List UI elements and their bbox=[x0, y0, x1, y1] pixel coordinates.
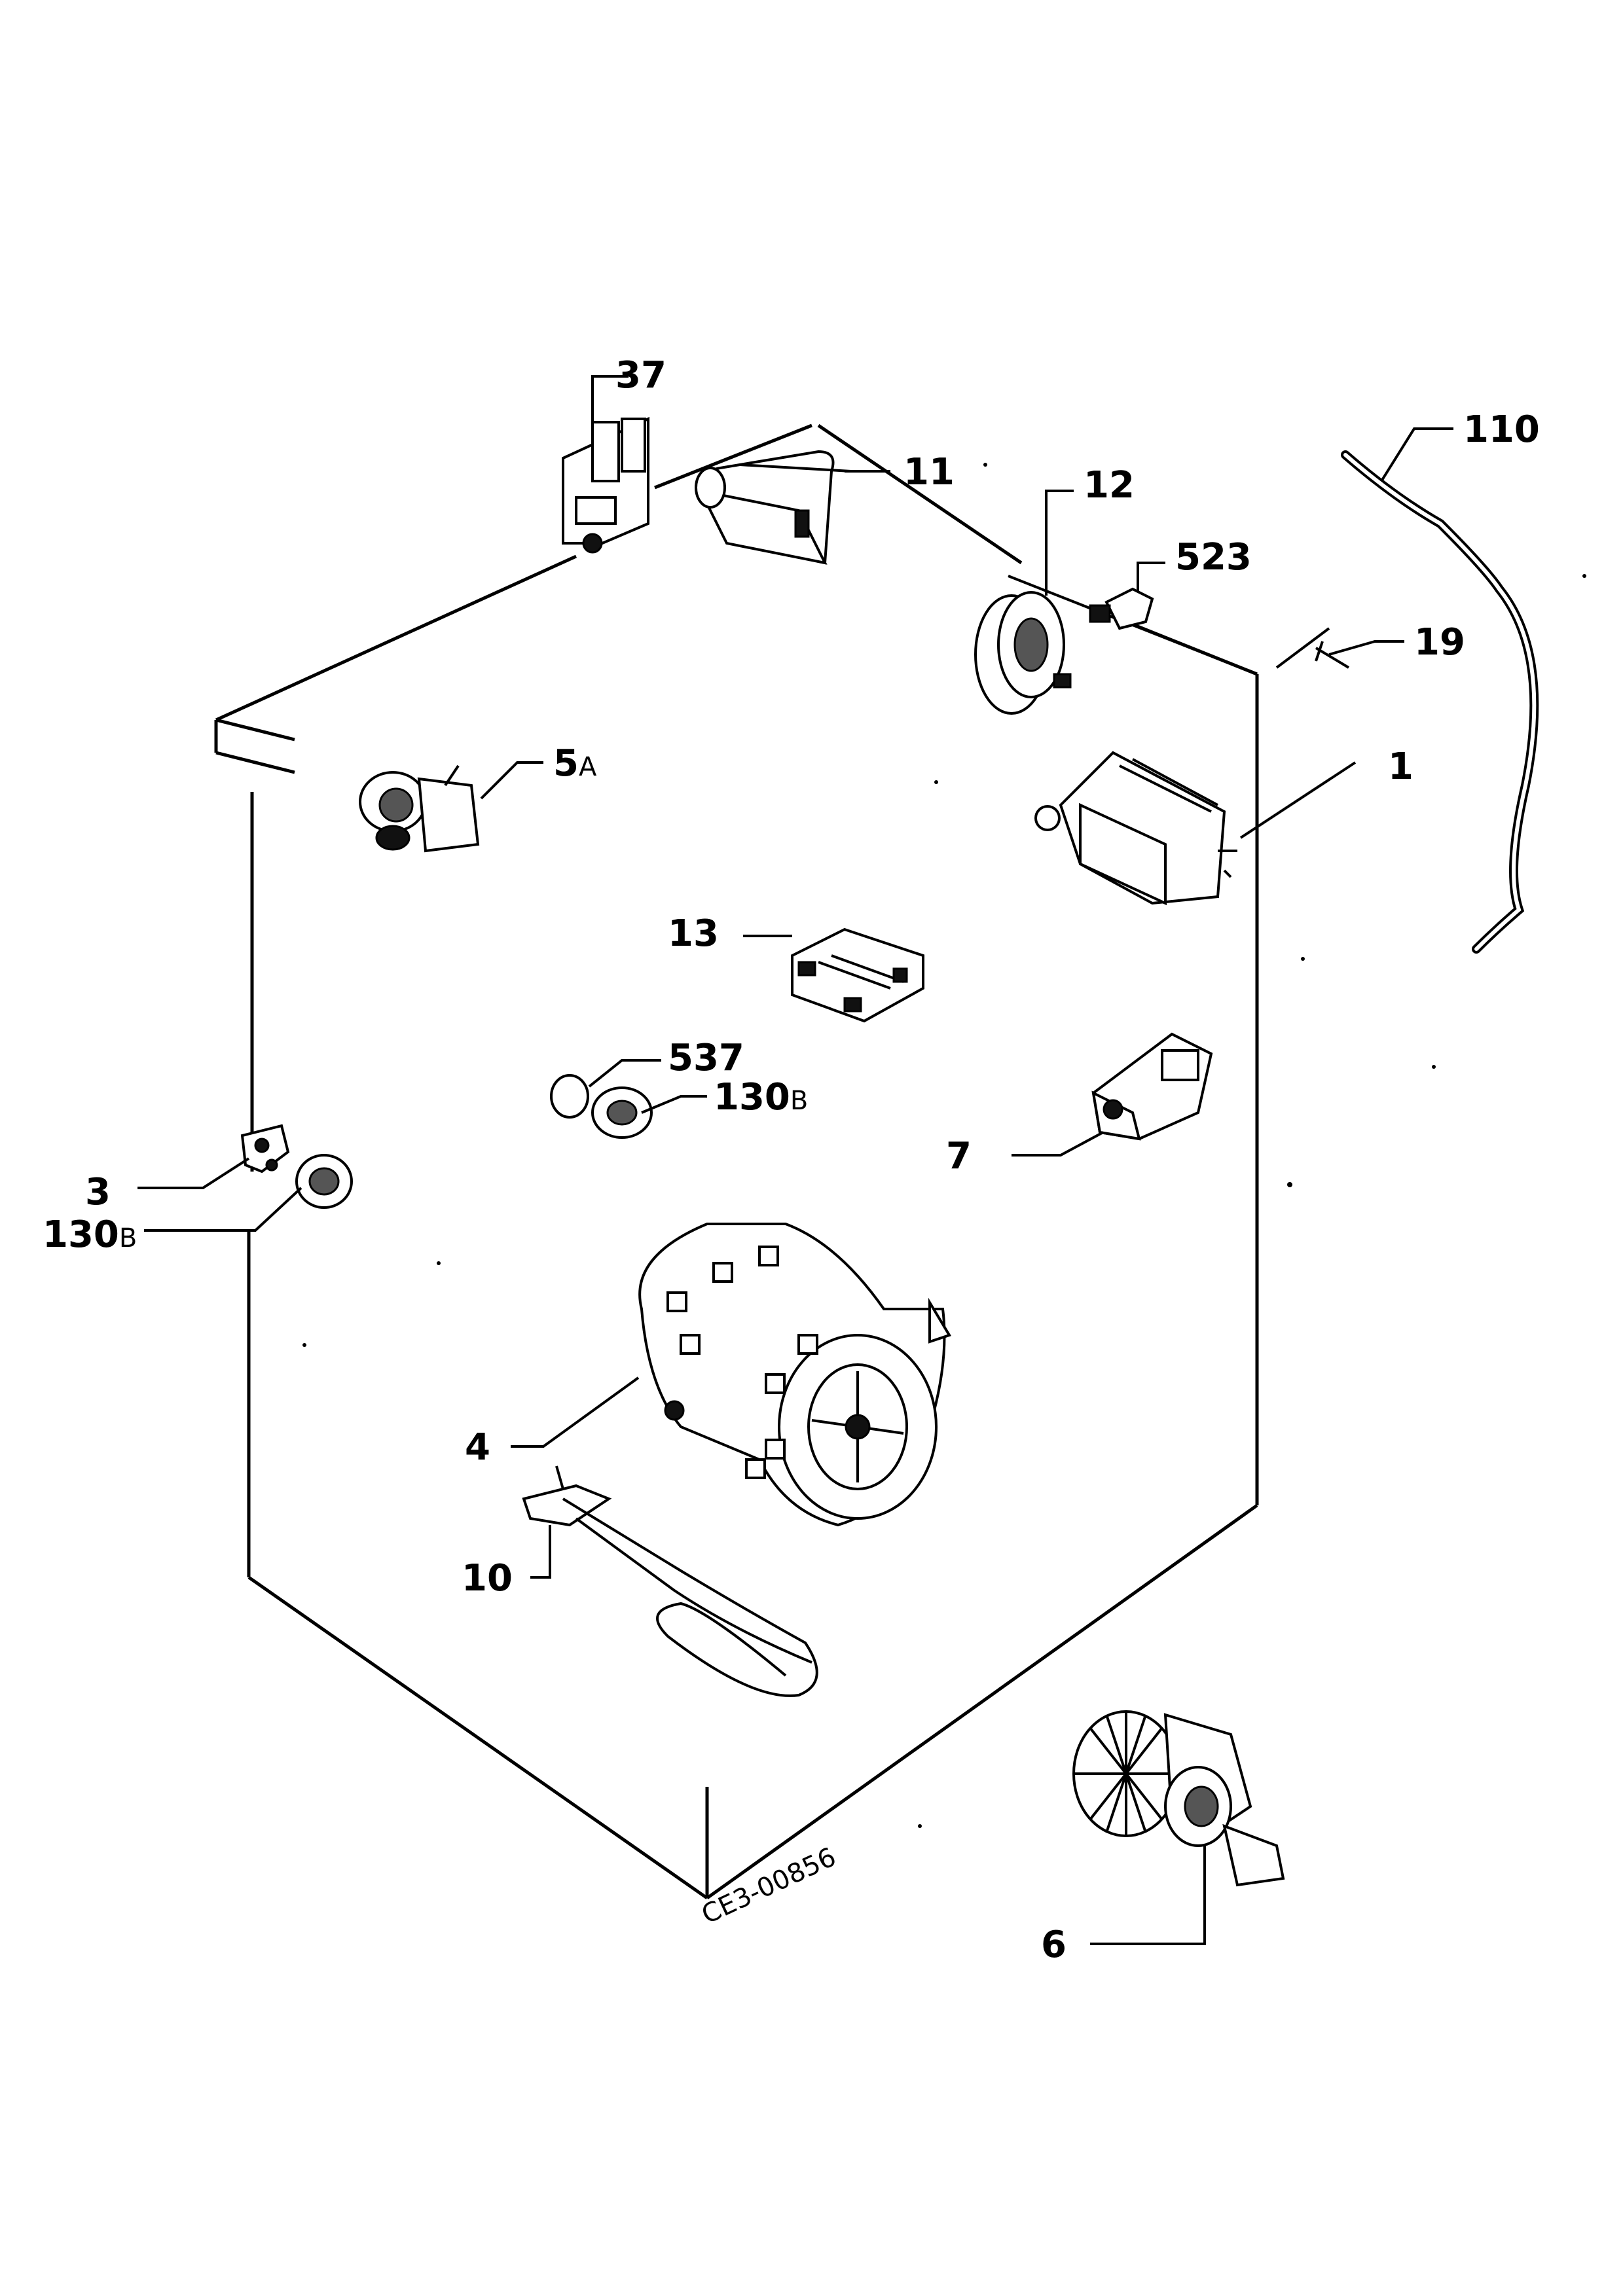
label-37: 37 bbox=[615, 354, 666, 397]
part-11-capacitor: 11 bbox=[695, 450, 955, 565]
label-19: 19 bbox=[1414, 621, 1465, 664]
label-130b-center: 130B bbox=[714, 1076, 808, 1119]
label-12: 12 bbox=[1084, 464, 1135, 507]
part-1-timer: 1 bbox=[1034, 745, 1413, 906]
part-523-connector: 523 bbox=[1089, 536, 1252, 630]
part-10-heating-element: 10 bbox=[462, 1465, 818, 1697]
label-130b-center-number: 130 bbox=[714, 1076, 790, 1119]
part-3-fixing: 3 bbox=[85, 1124, 290, 1213]
label-4: 4 bbox=[465, 1426, 490, 1469]
label-3: 3 bbox=[85, 1171, 111, 1213]
part-7-interference-filter: 7 bbox=[946, 1032, 1213, 1177]
label-130b-left: 130B bbox=[43, 1213, 137, 1256]
label-523: 523 bbox=[1175, 536, 1252, 579]
part-19-clip: 19 bbox=[1275, 621, 1465, 669]
scan-dots bbox=[302, 463, 1586, 1828]
label-5a-number: 5 bbox=[553, 742, 579, 785]
part-13-terminal-block: 13 bbox=[668, 912, 924, 1023]
part-4-motor: 4 bbox=[465, 1223, 951, 1527]
label-5a-suffix: A bbox=[579, 752, 597, 782]
label-5a: 5A bbox=[553, 742, 597, 785]
label-130b-center-suffix: B bbox=[790, 1086, 808, 1116]
label-130b-left-suffix: B bbox=[119, 1223, 137, 1253]
label-6: 6 bbox=[1041, 1924, 1067, 1966]
label-11: 11 bbox=[903, 451, 955, 493]
label-1: 1 bbox=[1388, 745, 1413, 788]
part-130b-bushing-center: 130B bbox=[591, 1076, 808, 1139]
label-10: 10 bbox=[462, 1557, 513, 1600]
part-110-hose: 110 bbox=[1341, 408, 1540, 954]
label-13: 13 bbox=[668, 912, 719, 955]
part-6-drain-pump: 6 bbox=[1041, 1710, 1285, 1966]
part-37-bracket: 37 bbox=[562, 354, 666, 554]
cabinet-outline bbox=[214, 423, 1259, 1900]
part-5a-valve: 5A bbox=[359, 742, 597, 853]
label-110: 110 bbox=[1463, 408, 1540, 451]
part-130b-bushing-left: 130B bbox=[43, 1154, 353, 1256]
label-537: 537 bbox=[668, 1037, 744, 1079]
label-130b-left-number: 130 bbox=[43, 1213, 119, 1256]
label-7: 7 bbox=[946, 1135, 972, 1177]
part-537-o-ring: 537 bbox=[550, 1037, 744, 1119]
part-12-pressure-switch: 12 bbox=[974, 464, 1135, 715]
